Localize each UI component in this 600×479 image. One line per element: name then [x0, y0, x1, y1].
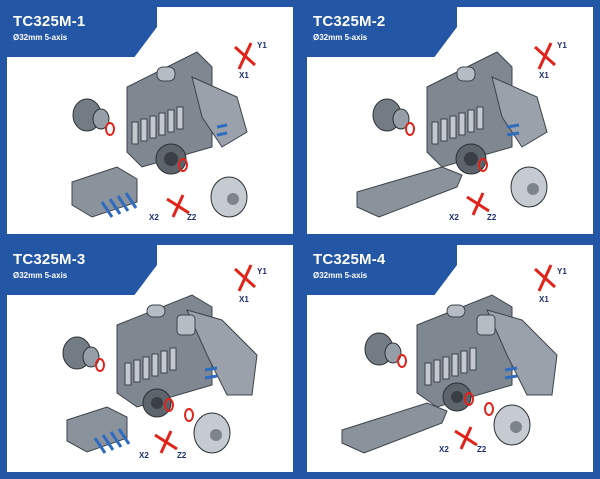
- panel-subtitle: Ø32mm 5-axis: [313, 33, 368, 42]
- axis-label-x1: X1: [539, 71, 549, 80]
- axis-label-y1: Y1: [557, 41, 567, 50]
- panel-subtitle: Ø32mm 5-axis: [13, 33, 68, 42]
- axis-label-z2: Z2: [187, 213, 197, 222]
- title-tab: [7, 245, 157, 295]
- machine-illustration: [62, 264, 258, 454]
- axis-label-z2: Z2: [477, 445, 487, 454]
- axis-label-y1: Y1: [557, 267, 567, 276]
- title-tab: [307, 245, 457, 295]
- axis-label-x2: X2: [439, 445, 449, 454]
- axis-label-z2: Z2: [487, 213, 497, 222]
- axis-label-x1: X1: [239, 71, 249, 80]
- axis-label-z2: Z2: [177, 451, 187, 460]
- panel-tc325m-1: TC325M-1 Ø32mm 5-axis Y1 X1 X2 Z2: [4, 4, 296, 237]
- panel-subtitle: Ø32mm 5-axis: [313, 271, 368, 280]
- axis-label-x2: X2: [449, 213, 459, 222]
- machine-illustration: [356, 42, 557, 218]
- panel-tc325m-2: TC325M-2 Ø32mm 5-axis Y1 X1 X2 Z2: [304, 4, 596, 237]
- panel-subtitle: Ø32mm 5-axis: [13, 271, 68, 280]
- panel-tc325m-3: TC325M-3 Ø32mm 5-axis Y1 X1 X2 Z2: [4, 242, 296, 475]
- panel-title: TC325M-4: [313, 251, 386, 268]
- axis-label-x1: X1: [539, 295, 549, 304]
- axis-label-x2: X2: [149, 213, 159, 222]
- machine-illustration: [341, 264, 558, 454]
- axis-label-y1: Y1: [257, 41, 267, 50]
- panel-title: TC325M-3: [13, 251, 86, 268]
- title-tab: [7, 7, 157, 57]
- machine-illustration: [71, 42, 257, 218]
- axis-label-y1: Y1: [257, 267, 267, 276]
- panel-title: TC325M-1: [13, 13, 86, 30]
- axis-label-x1: X1: [239, 295, 249, 304]
- panel-tc325m-4: TC325M-4 Ø32mm 5-axis Y1 X1 X2 Z2: [304, 242, 596, 475]
- axis-label-x2: X2: [139, 451, 149, 460]
- panel-title: TC325M-2: [313, 13, 386, 30]
- title-tab: [307, 7, 457, 57]
